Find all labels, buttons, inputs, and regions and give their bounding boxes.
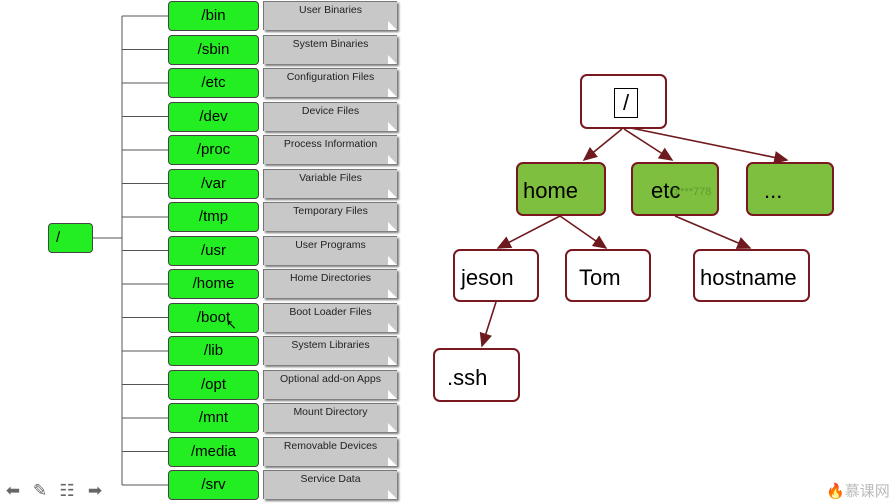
dir-box: /proc <box>168 135 259 165</box>
tom-label: Tom <box>579 265 621 290</box>
arrow-root-home <box>582 128 623 162</box>
dir-box: /boot <box>168 303 259 333</box>
dir-description: Home Directories <box>263 269 397 298</box>
forward-arrow-icon[interactable]: ➡ <box>87 481 103 500</box>
etc-label: etc <box>651 178 681 203</box>
more-label: ... <box>764 178 783 203</box>
mouse-cursor-icon: ↖ <box>226 317 237 332</box>
notes-icon[interactable]: ☷ <box>59 481 75 500</box>
dir-box: /home <box>168 269 259 299</box>
arrow-jeson-ssh <box>479 301 497 348</box>
dir-description: Temporary Files <box>263 202 397 231</box>
logo: 🔥慕课网 <box>826 480 890 501</box>
ssh-label: .ssh <box>447 365 488 390</box>
home-label: home <box>523 178 579 203</box>
dir-box: /dev <box>168 102 259 132</box>
watermark: @***778 <box>669 186 712 198</box>
pen-icon[interactable]: ✎ <box>32 481 48 500</box>
dir-description: User Binaries <box>263 1 397 30</box>
tree-node-etc: etc <box>631 162 719 216</box>
arrow-home-tom <box>559 215 608 249</box>
back-arrow-icon[interactable]: ⬅ <box>5 481 21 500</box>
dir-description: User Programs <box>263 236 397 265</box>
dir-description: Device Files <box>263 102 397 131</box>
dir-box: /srv <box>168 470 259 500</box>
dir-description: Variable Files <box>263 169 397 198</box>
tree-node-tom: Tom <box>565 249 651 302</box>
logo-text: 慕课网 <box>844 482 890 500</box>
tree-node-jeson: jeson <box>453 249 539 302</box>
dir-box: /mnt <box>168 403 259 433</box>
dir-description: Mount Directory <box>263 403 397 432</box>
dir-box: /bin <box>168 1 259 31</box>
dir-description: Removable Devices <box>263 437 397 466</box>
arrow-etc-hostname <box>674 215 752 249</box>
tree-node-ssh: .ssh <box>433 348 520 402</box>
dir-box: /etc <box>168 68 259 98</box>
dir-description: Boot Loader Files <box>263 303 397 332</box>
dir-box: /sbin <box>168 35 259 65</box>
dir-description: Optional add-on Apps <box>263 370 397 399</box>
dir-box: /opt <box>168 370 259 400</box>
tree-node-hostname: hostname <box>693 249 810 302</box>
arrow-root-etc <box>623 128 674 161</box>
tree-node-root: / <box>580 74 667 129</box>
arrow-home-jeson <box>496 215 561 249</box>
jeson-label: jeson <box>461 265 514 290</box>
dir-description: System Libraries <box>263 336 397 365</box>
dir-box: /lib <box>168 336 259 366</box>
dir-box: /media <box>168 437 259 467</box>
logo-flame-icon: 🔥 <box>826 482 845 500</box>
tree-node-more: ... <box>746 162 834 216</box>
dir-description: System Binaries <box>263 35 397 64</box>
left-tree-root: / <box>48 223 93 253</box>
dir-description: Configuration Files <box>263 68 397 97</box>
dir-description: Service Data <box>263 470 397 499</box>
hostname-label: hostname <box>700 265 797 290</box>
dir-box: /tmp <box>168 202 259 232</box>
dir-box: /usr <box>168 236 259 266</box>
arrow-root-more <box>625 126 789 164</box>
dir-description: Process Information <box>263 135 397 164</box>
root-label: / <box>614 88 638 118</box>
tree-node-home: home <box>516 162 606 216</box>
dir-box: /var <box>168 169 259 199</box>
